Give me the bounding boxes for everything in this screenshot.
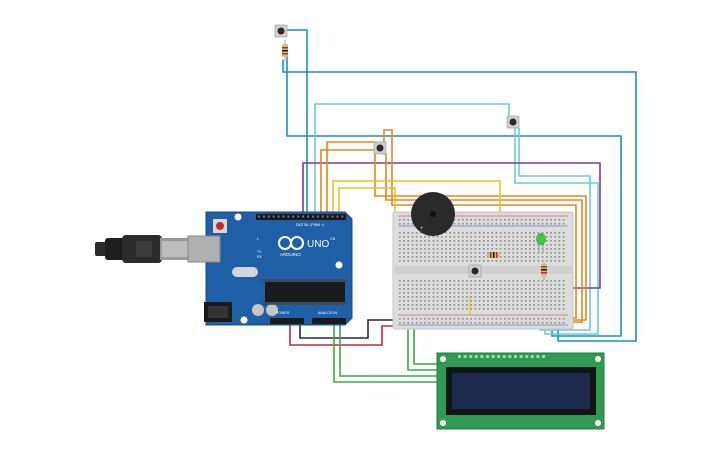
reset-button-cap[interactable] <box>216 222 224 230</box>
l-label: L <box>257 237 259 241</box>
mount-hole <box>595 420 601 426</box>
arduino-logo-icon <box>278 236 304 250</box>
arduino-model-label: UNO <box>307 239 329 250</box>
resistor-icon[interactable] <box>541 262 547 280</box>
arduino-uno-board[interactable]: ARDUINO UNO DIGITAL (PWM ~) POWER ANALOG… <box>187 211 353 326</box>
analog-header[interactable] <box>312 318 346 324</box>
wire-black-ground[interactable] <box>299 319 404 339</box>
wire-orange-4[interactable] <box>385 153 583 323</box>
breadboard-holes[interactable] <box>399 219 565 324</box>
wire-green-1[interactable] <box>333 321 438 383</box>
wire-yellow-1[interactable] <box>332 180 501 241</box>
crystal <box>232 267 258 277</box>
pushbutton-icon[interactable] <box>506 115 520 129</box>
mount-hole <box>595 356 601 362</box>
atmega-chip <box>265 282 345 302</box>
lcd-pin-header[interactable] <box>458 355 545 358</box>
wire-cyan-1[interactable] <box>314 103 510 216</box>
capacitor <box>252 304 264 316</box>
mount-hole <box>440 420 446 426</box>
resistor-icon[interactable] <box>282 40 288 62</box>
wire-green-4[interactable] <box>413 321 438 365</box>
wire-cyan-2[interactable] <box>514 127 599 335</box>
usb-plug-icon[interactable] <box>95 235 190 263</box>
mount-hole <box>240 316 248 324</box>
svg-text:+: + <box>420 226 424 232</box>
breadboard-channel <box>395 266 571 274</box>
pushbutton-icon[interactable] <box>468 264 482 278</box>
wire-orange-1[interactable] <box>326 141 587 321</box>
digital-header[interactable] <box>256 214 346 220</box>
power-header[interactable] <box>270 318 304 324</box>
resistor-icon[interactable] <box>486 252 500 258</box>
wire-green-3[interactable] <box>407 321 438 371</box>
wire-blue-1[interactable] <box>284 29 308 216</box>
mount-hole <box>440 356 446 362</box>
tx-label: TX <box>257 250 262 254</box>
wire-yellow-2[interactable] <box>338 187 396 216</box>
analog-label: ANALOG IN <box>318 311 338 315</box>
mount-hole <box>234 213 242 221</box>
pushbutton-icon[interactable] <box>274 24 288 38</box>
capacitor <box>266 304 278 316</box>
usb-jack <box>187 235 221 263</box>
mount-hole <box>335 261 343 269</box>
pushbutton-icon[interactable] <box>373 141 387 155</box>
arduino-brand-label: ARDUINO <box>280 252 301 257</box>
buzzer-icon[interactable]: + <box>411 192 455 236</box>
digital-label: DIGITAL (PWM ~) <box>296 223 324 227</box>
on-label: ON <box>330 237 336 241</box>
wire-orange-2[interactable] <box>320 149 379 216</box>
wire-blue-2[interactable] <box>282 59 637 342</box>
rx-label: RX <box>257 255 263 259</box>
wires <box>282 29 637 383</box>
wire-orange-3[interactable] <box>383 129 577 319</box>
power-label: POWER <box>276 311 290 315</box>
lcd-screen <box>452 373 590 409</box>
led-icon[interactable] <box>536 233 546 253</box>
wire-red-power[interactable] <box>289 321 404 346</box>
wire-green-2[interactable] <box>339 321 438 377</box>
breadboard[interactable] <box>392 211 574 330</box>
lcd-display[interactable] <box>436 352 605 430</box>
